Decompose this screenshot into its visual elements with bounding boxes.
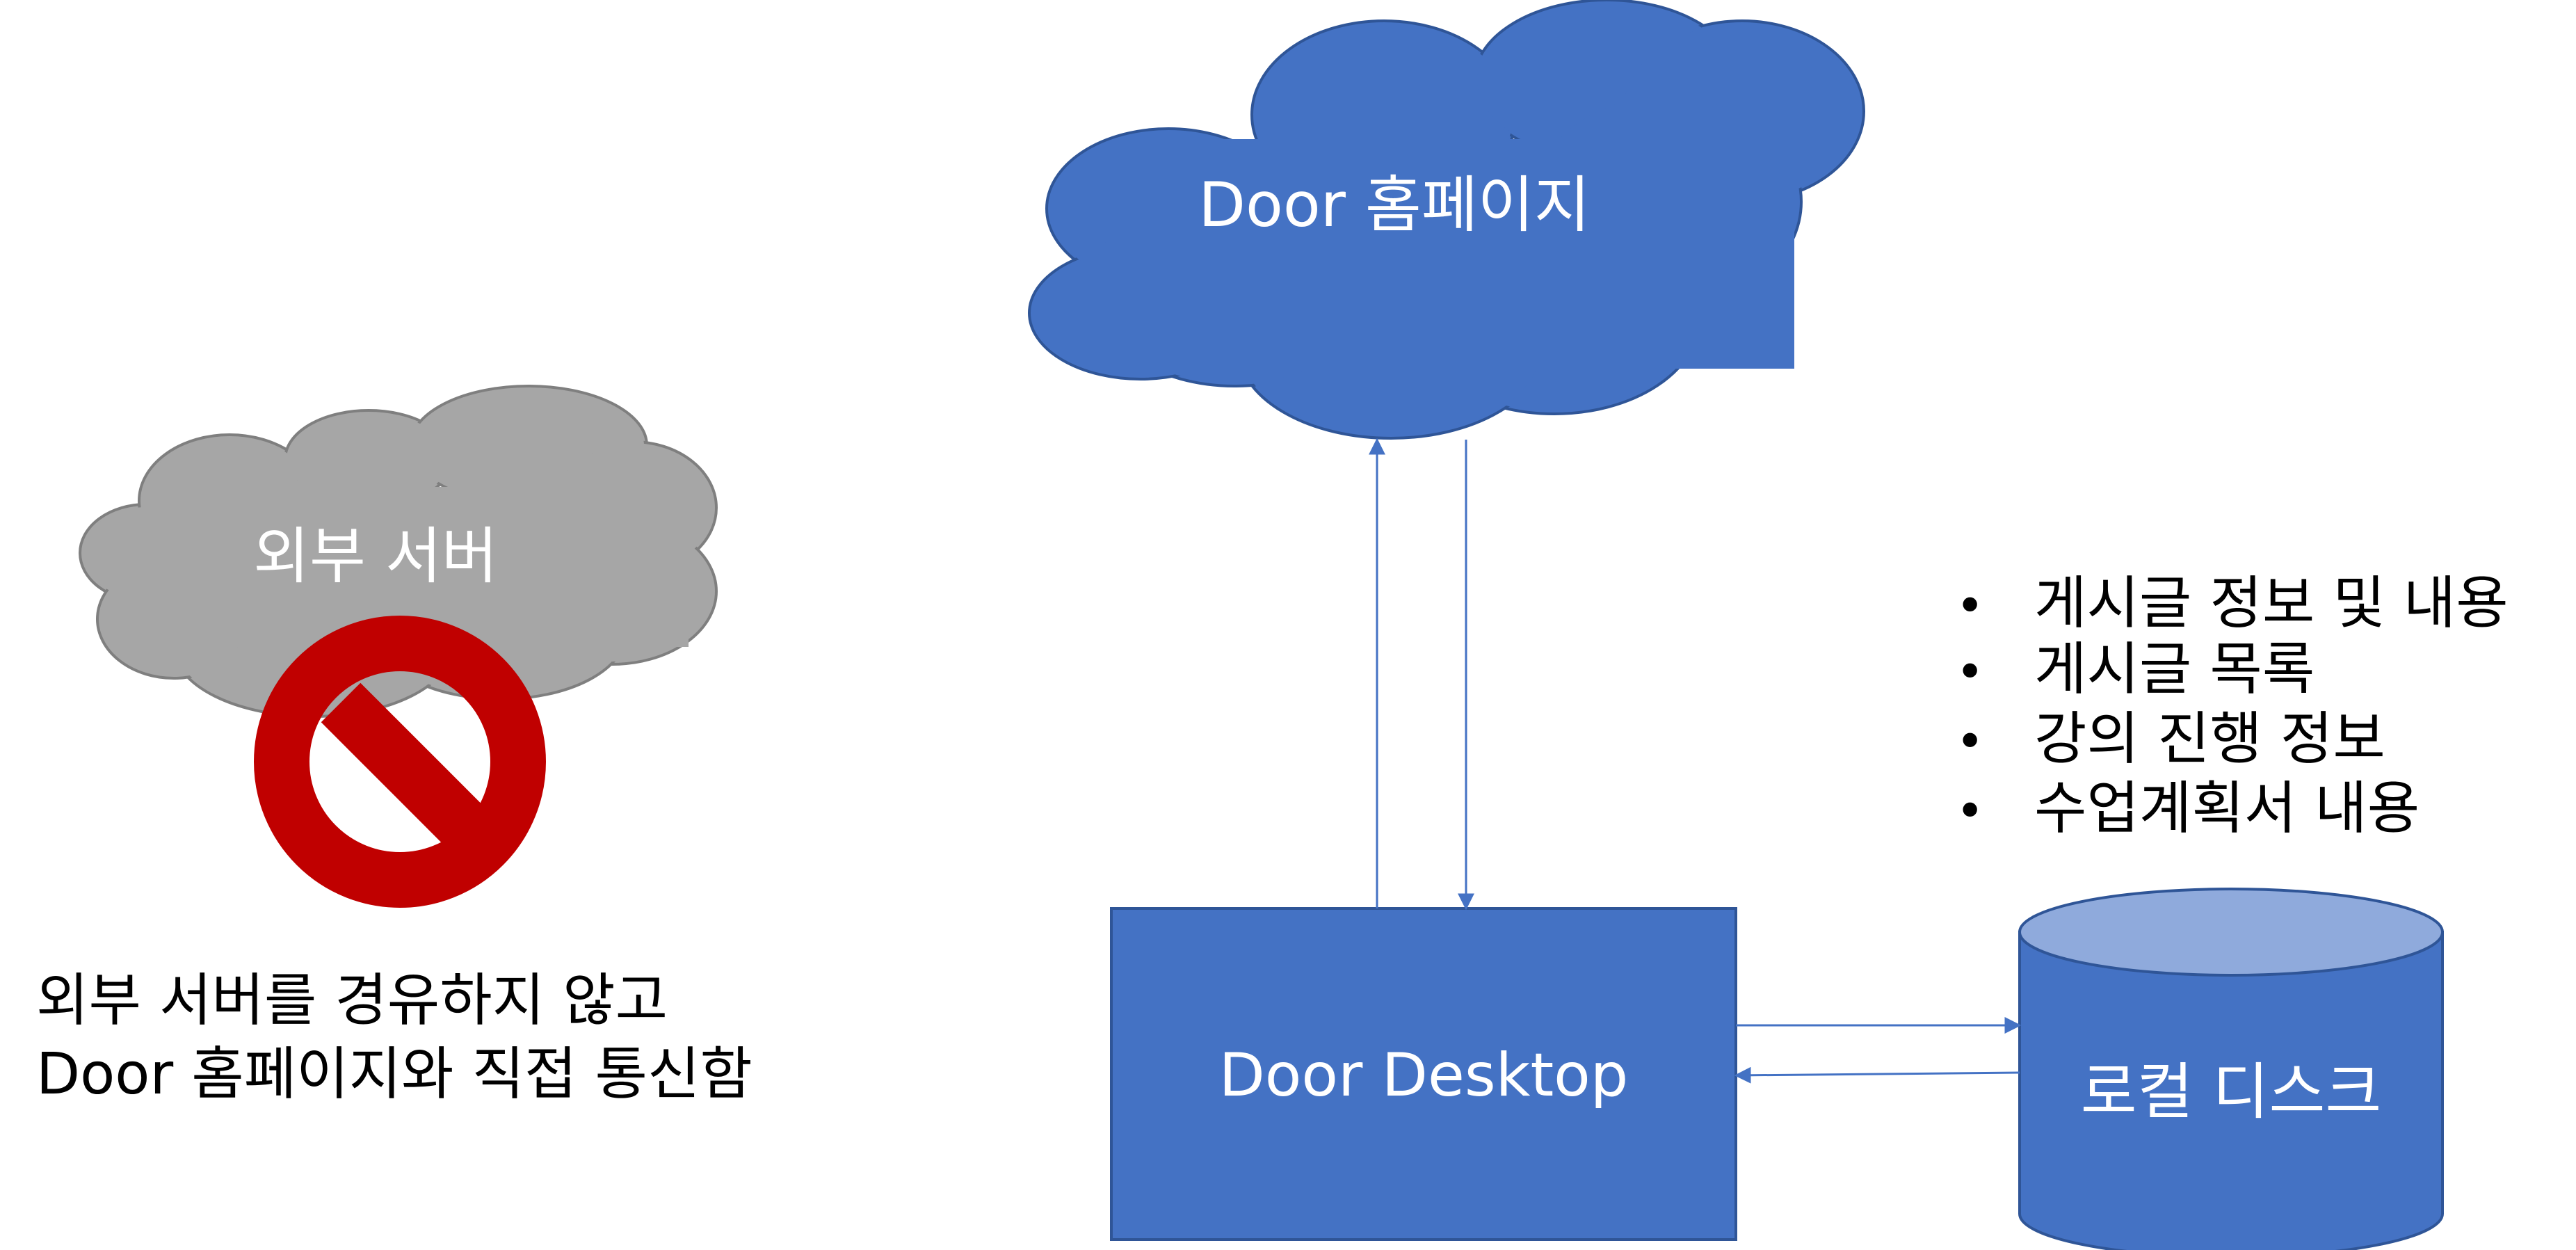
data-bullet-list: • 게시글 정보 및 내용 • 게시글 목록 • 강의 진행 정보 • 수업계획… <box>1956 570 2509 842</box>
note-line-2: Door 홈페이지와 직접 통신함 <box>36 1041 752 1107</box>
bullet-marker: • <box>1956 713 1984 770</box>
bullet-marker: • <box>1956 643 1984 700</box>
connectors <box>1369 438 2022 1084</box>
desktop-box-label: Door Desktop <box>1219 1041 1629 1110</box>
note-line-1: 외부 서버를 경유하지 않고 <box>36 968 668 1034</box>
local-disk-label: 로컬 디스크 <box>2081 1056 2382 1128</box>
bullet-item: • 강의 진행 정보 <box>1956 706 2385 772</box>
bullet-text: 게시글 정보 및 내용 <box>2034 570 2509 636</box>
arrow-disk-to-desktop <box>1734 1066 2020 1084</box>
homepage-cloud-label: Door 홈페이지 <box>1198 169 1590 241</box>
bullet-marker: • <box>1956 783 1984 840</box>
prohibition-icon <box>254 616 546 908</box>
note-text: 외부 서버를 경유하지 않고 Door 홈페이지와 직접 통신함 <box>36 968 752 1107</box>
bullet-item: • 수업계획서 내용 <box>1956 776 2420 842</box>
external-server-label: 외부 서버 <box>253 520 498 592</box>
local-disk-cylinder: 로컬 디스크 <box>2018 888 2444 1250</box>
homepage-cloud: Door 홈페이지 <box>1028 0 1865 440</box>
bullet-marker: • <box>1956 577 1984 634</box>
bullet-text: 강의 진행 정보 <box>2034 706 2385 772</box>
bullet-text: 게시글 목록 <box>2034 636 2315 703</box>
bullet-item: • 게시글 목록 <box>1956 636 2315 703</box>
bullet-text: 수업계획서 내용 <box>2034 776 2420 842</box>
desktop-box: Door Desktop <box>1110 907 1737 1241</box>
bullet-item: • 게시글 정보 및 내용 <box>1956 570 2509 636</box>
